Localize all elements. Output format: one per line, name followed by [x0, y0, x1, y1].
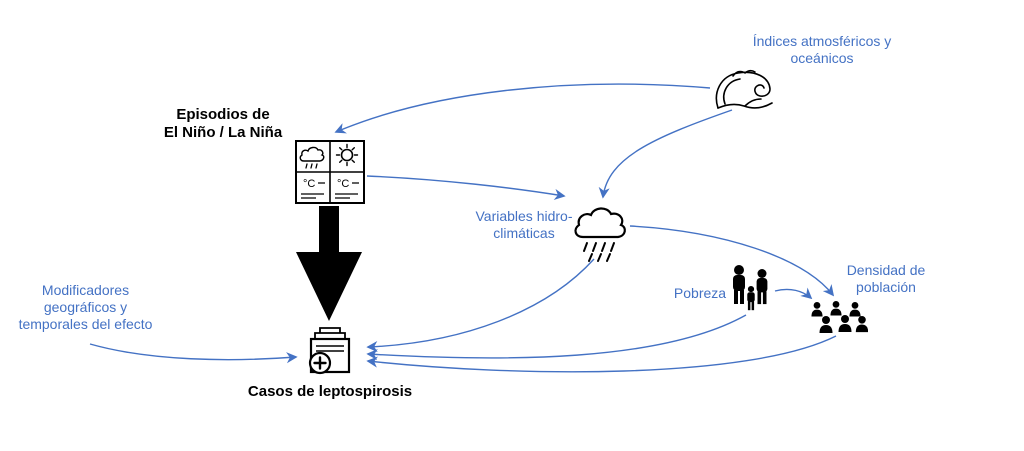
label-casos-leptospirosis: Casos de leptospirosis: [240, 383, 420, 401]
population-group-icon: [806, 301, 869, 340]
svg-text:°C: °C: [337, 178, 349, 190]
arrow-densidad-to-casos: [366, 335, 837, 373]
rain-cloud-icon: [570, 204, 628, 267]
arrow-indices-to-variables: [598, 109, 733, 199]
label-line: oceánicos: [790, 50, 854, 67]
label-line: población: [856, 279, 916, 296]
label-variables-hidro: Variables hidro- climáticas: [466, 208, 582, 242]
label-densidad-poblacion: Densidad de población: [840, 262, 932, 296]
arrow-modificadores-to-casos: [89, 343, 298, 364]
label-line: geográficos y: [43, 299, 128, 316]
label-line: temporales del efecto: [18, 316, 153, 333]
family-icon: [726, 262, 776, 319]
arrow-pobreza-to-densidad: [774, 287, 813, 300]
ocean-wave-icon: [712, 66, 776, 117]
label-line: climáticas: [493, 225, 555, 242]
block-arrow-episodios-to-casos: [296, 206, 362, 321]
arrow-indices-to-episodios: [334, 83, 711, 134]
medical-records-icon: [302, 322, 358, 383]
label-line: Densidad de: [846, 262, 926, 278]
label-line: Variables hidro-: [475, 208, 573, 224]
label-episodios-nino: Episodios de El Niño / La Niña: [148, 106, 298, 143]
label-line: Casos de leptospirosis: [247, 383, 413, 400]
label-indices-atmosfericos: Índices atmosféricos y oceánicos: [733, 33, 911, 67]
arrow-episodios-to-variables: [366, 175, 566, 200]
label-line: El Niño / La Niña: [163, 124, 283, 142]
weather-panel-icon: °C °C: [294, 139, 366, 210]
arrow-variables-to-casos: [366, 258, 595, 353]
label-line: Episodios de: [176, 106, 270, 123]
arrow-variables-to-densidad: [629, 225, 835, 297]
label-line: Pobreza: [673, 285, 727, 301]
label-modificadores: Modificadores geográficos y temporales d…: [8, 282, 163, 333]
label-line: Modificadores: [41, 282, 130, 298]
arrow-pobreza-to-casos: [366, 314, 747, 361]
label-line: Índices atmosféricos y: [752, 33, 892, 49]
svg-text:°C: °C: [303, 178, 315, 190]
label-pobreza: Pobreza: [672, 285, 728, 302]
